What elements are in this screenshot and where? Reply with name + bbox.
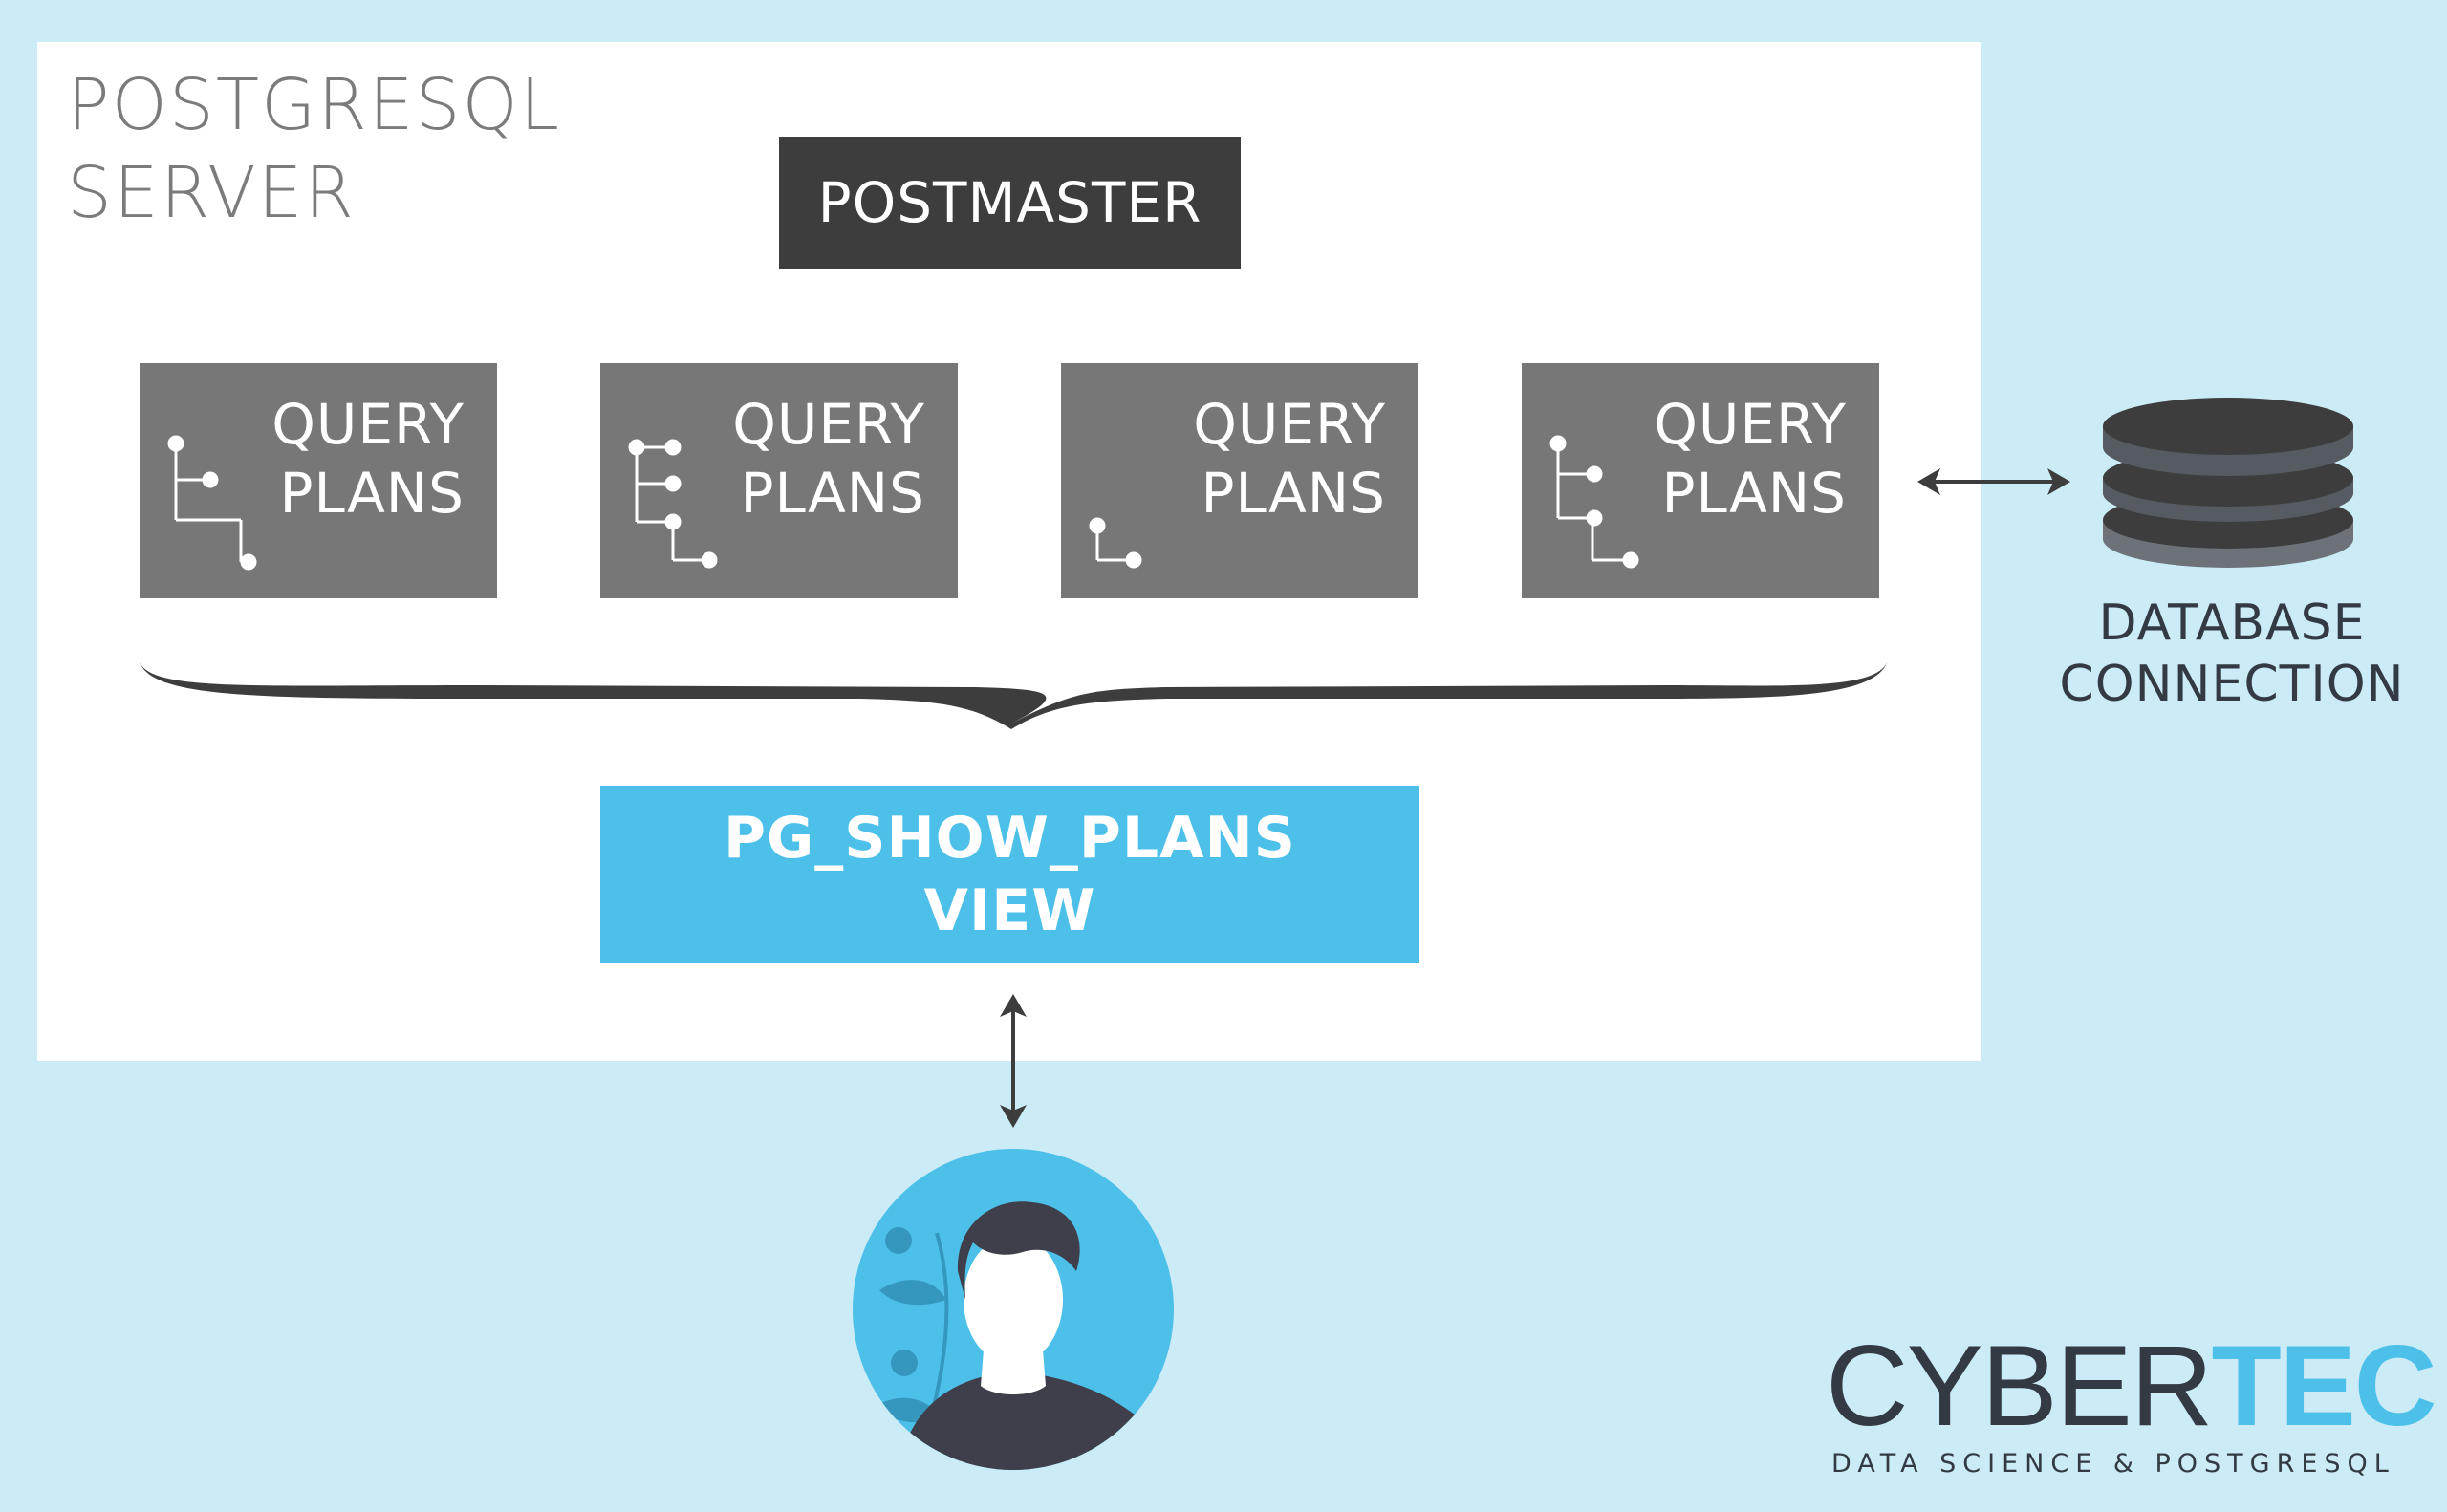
brand-name-part2: TEC bbox=[2211, 1322, 2436, 1450]
brand-tagline: DATA SCIENCE & POSTGRESQL bbox=[1831, 1449, 2395, 1479]
view-line2: VIEW bbox=[923, 877, 1096, 944]
query-plans-label: QUERY PLANS bbox=[1654, 390, 1847, 528]
view-line1: PG_SHOW_PLANS bbox=[724, 805, 1296, 872]
query-plans-line1: QUERY bbox=[732, 392, 925, 457]
query-plans-line2: PLANS bbox=[279, 461, 465, 526]
server-title-line1: POSTGRESQL bbox=[67, 64, 562, 146]
server-title: POSTGRESQL SERVER bbox=[67, 61, 561, 237]
postmaster-box: POSTMASTER bbox=[779, 137, 1241, 269]
query-plans-line1: QUERY bbox=[271, 392, 465, 457]
query-plans-line1: QUERY bbox=[1654, 392, 1847, 457]
brand-name: CYBERTEC bbox=[1826, 1328, 2436, 1443]
double-arrow-vertical-icon bbox=[1000, 994, 1027, 1128]
query-plans-box-1: QUERY PLANS bbox=[140, 363, 497, 598]
cybertec-logo: CYBERTEC DATA SCIENCE & POSTGRESQL bbox=[1826, 1328, 2436, 1479]
query-plans-label: QUERY PLANS bbox=[732, 390, 925, 528]
tree-icon bbox=[628, 439, 718, 569]
brand-name-part1: CYBER bbox=[1826, 1322, 2213, 1450]
query-plans-label: QUERY PLANS bbox=[1193, 390, 1386, 528]
query-plans-box-4: QUERY PLANS bbox=[1522, 363, 1879, 598]
db-label-line2: CONNECTION bbox=[2059, 656, 2405, 713]
pg-show-plans-view-box: PG_SHOW_PLANS VIEW bbox=[600, 786, 1419, 963]
tree-icon bbox=[1089, 517, 1142, 569]
query-plans-box-3: QUERY PLANS bbox=[1061, 363, 1418, 598]
database-connection-label: DATABASE CONNECTION bbox=[2026, 593, 2437, 715]
curly-brace-icon bbox=[140, 662, 1887, 729]
query-plans-box-2: QUERY PLANS bbox=[600, 363, 958, 598]
query-plans-line2: PLANS bbox=[740, 461, 925, 526]
query-plans-line2: PLANS bbox=[1661, 461, 1847, 526]
query-plans-line1: QUERY bbox=[1193, 392, 1386, 457]
tree-icon bbox=[1549, 435, 1639, 569]
server-title-line2: SERVER bbox=[67, 152, 356, 234]
db-label-line1: DATABASE bbox=[2098, 594, 2366, 652]
double-arrow-horizontal-icon bbox=[1917, 468, 2070, 495]
query-plans-line2: PLANS bbox=[1201, 461, 1386, 526]
postmaster-label: POSTMASTER bbox=[817, 170, 1202, 235]
user-avatar-icon bbox=[853, 1149, 1174, 1470]
tree-icon bbox=[167, 435, 257, 571]
database-icon bbox=[2103, 398, 2353, 568]
query-plans-label: QUERY PLANS bbox=[271, 390, 465, 528]
